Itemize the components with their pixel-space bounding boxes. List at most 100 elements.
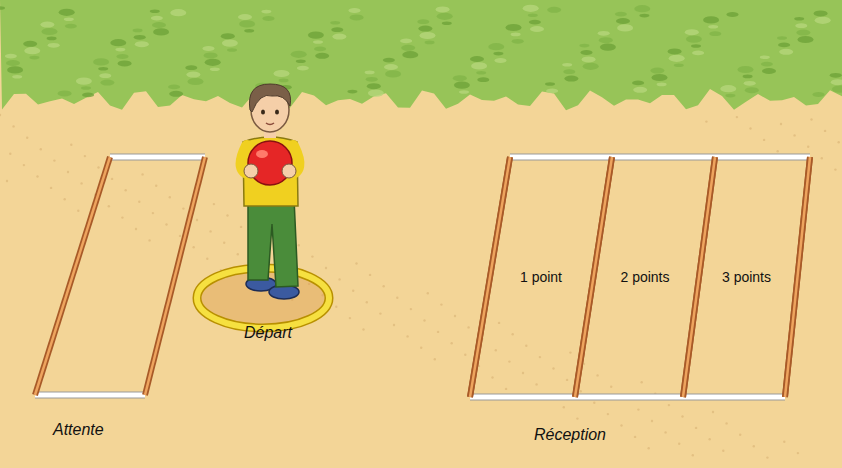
- grass-tuft: [29, 56, 39, 60]
- grass-tuft: [365, 71, 375, 75]
- grass-tuft: [100, 80, 114, 86]
- grass-tuft: [725, 94, 735, 98]
- grass-tuft: [599, 37, 613, 43]
- grass-tuft: [692, 51, 704, 56]
- sand-speck: [0, 114, 1, 116]
- grass-tuft: [313, 40, 323, 44]
- sand-speck: [464, 354, 466, 356]
- sand-speck: [491, 376, 493, 378]
- sand-speck: [620, 424, 622, 426]
- sand-speck: [108, 205, 110, 207]
- sand-speck: [664, 431, 666, 433]
- sand-speck: [383, 285, 385, 287]
- sand-speck: [525, 345, 527, 347]
- sand-speck: [67, 171, 69, 173]
- grass-tuft: [471, 62, 487, 69]
- sand-speck: [240, 226, 242, 228]
- grass-tuft: [48, 43, 60, 48]
- sand-speck: [651, 420, 653, 422]
- sand-speck: [705, 120, 707, 122]
- sand-speck: [125, 189, 127, 191]
- grass-tuft: [425, 41, 435, 45]
- grass-tuft: [400, 39, 412, 44]
- hand: [244, 164, 258, 178]
- grass-tuft: [134, 35, 146, 40]
- grass-tuft: [685, 29, 699, 35]
- side-line: [683, 157, 715, 397]
- grass-tuft: [437, 13, 453, 20]
- grass-tuft: [368, 90, 384, 97]
- grass-tuft: [244, 29, 254, 33]
- grass-tuft: [151, 16, 163, 21]
- sand-speck: [749, 127, 751, 129]
- sand-speck: [148, 239, 150, 241]
- sand-speck: [141, 173, 143, 175]
- sand-speck: [552, 367, 554, 369]
- grass-tuft: [6, 60, 20, 66]
- sand-speck: [725, 422, 727, 424]
- sand-speck: [508, 360, 510, 362]
- grass-tuft: [652, 74, 668, 81]
- sand-speck: [355, 262, 357, 264]
- field-area: Réception1 point2 points3 points: [470, 157, 810, 397]
- field-area: Attente: [35, 157, 205, 395]
- grass-tuft: [64, 17, 74, 21]
- side-line: [145, 157, 205, 395]
- sand-speck: [763, 139, 765, 141]
- sand-speck: [410, 308, 412, 310]
- start-ring: [197, 268, 329, 328]
- grass-tuft: [794, 17, 804, 21]
- sand-speck: [569, 351, 571, 353]
- grass-tuft: [616, 18, 630, 24]
- sand-speck: [539, 356, 541, 358]
- sand-speck: [226, 214, 228, 216]
- grass-tuft: [59, 9, 75, 16]
- end-line: [35, 392, 145, 399]
- sand-speck: [138, 201, 140, 203]
- grass-tuft: [401, 45, 415, 51]
- grass-tuft: [279, 79, 289, 83]
- zone-score: 2 points: [620, 269, 669, 286]
- grass-tuft: [477, 77, 489, 82]
- grass-tuft: [547, 7, 561, 13]
- sand-speck: [596, 374, 598, 376]
- grass-tuft: [186, 72, 200, 78]
- grass-tuft: [564, 76, 578, 82]
- area-label: Départ: [244, 323, 292, 342]
- grass-tuft: [65, 24, 77, 29]
- grass-tuft: [488, 43, 504, 50]
- sand-speck: [681, 415, 683, 417]
- grass-tuft: [366, 77, 378, 82]
- sand-speck: [349, 317, 351, 319]
- grass-tuft: [562, 63, 572, 67]
- grass-tuft: [349, 8, 361, 13]
- sand-speck: [423, 319, 425, 321]
- sand-speck: [352, 290, 354, 292]
- sand-speck: [434, 358, 436, 360]
- grass-tuft: [330, 21, 340, 25]
- hand: [282, 164, 296, 178]
- zone-outline: [35, 157, 205, 395]
- grass-tuft: [42, 28, 58, 35]
- sand-speck: [9, 153, 11, 155]
- grass-tuft: [347, 90, 357, 94]
- hair: [249, 84, 290, 112]
- sand-speck: [393, 324, 395, 326]
- sand-speck: [335, 306, 337, 308]
- sand-speck: [793, 134, 795, 136]
- grass-tuft: [58, 90, 72, 96]
- ball-highlight: [256, 150, 268, 158]
- zone-score: 3 points: [722, 269, 771, 286]
- sand-speck: [467, 326, 469, 328]
- sand-speck: [155, 185, 157, 187]
- grass-tuft: [418, 26, 432, 32]
- side-line: [683, 157, 715, 397]
- sand-speck: [824, 130, 826, 132]
- grass-tuft: [530, 26, 544, 32]
- sand-speck: [535, 383, 537, 385]
- grass-tuft: [255, 83, 269, 89]
- sand-speck: [396, 297, 398, 299]
- sand-speck: [325, 267, 327, 269]
- grass-tuft: [239, 20, 255, 27]
